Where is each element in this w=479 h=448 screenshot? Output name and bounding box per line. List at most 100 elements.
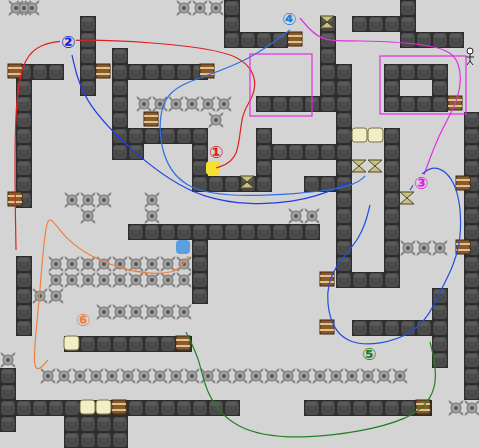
spike-trap (209, 113, 223, 127)
ladder-door (8, 64, 22, 78)
spike-trap (161, 257, 175, 271)
spike-trap (81, 257, 95, 271)
ladder-door (456, 176, 470, 190)
wall-block (64, 336, 192, 352)
spike-trap (345, 369, 359, 383)
wall-block (0, 400, 64, 416)
spike-trap (89, 369, 103, 383)
spike-trap (177, 305, 191, 319)
wall-block (272, 144, 336, 160)
spike-trap (81, 273, 95, 287)
spike-trap (185, 369, 199, 383)
ladder-door (288, 32, 302, 46)
wall-block (224, 32, 288, 48)
spike-trap (193, 1, 207, 15)
spike-trap (145, 305, 159, 319)
spike-trap (161, 305, 175, 319)
ladder-door (320, 272, 334, 286)
ladder-door (96, 64, 110, 78)
spike-trap (145, 209, 159, 223)
spike-trap (177, 1, 191, 15)
spike-trap (129, 305, 143, 319)
wall-block (128, 224, 320, 240)
spike-trap (1, 353, 15, 367)
spike-trap (97, 305, 111, 319)
wall-block (400, 32, 464, 48)
spike-trap (153, 97, 167, 111)
spike-trap (185, 97, 199, 111)
spike-trap (97, 193, 111, 207)
spike-trap (249, 369, 263, 383)
wall-block (128, 128, 144, 160)
wall-block (320, 16, 336, 96)
hourglass-switch (400, 192, 414, 204)
wall-block (16, 256, 32, 336)
spike-trap (81, 209, 95, 223)
spike-trap (401, 241, 415, 255)
spike-trap (169, 97, 183, 111)
callout-number: ④ (281, 10, 297, 28)
spike-trap (417, 241, 431, 255)
spike-trap (65, 257, 79, 271)
path-loop (380, 56, 466, 114)
path-loop (250, 54, 312, 116)
spike-trap (49, 257, 63, 271)
spike-trap (161, 273, 175, 287)
spike-trap (361, 369, 375, 383)
pushable-block (96, 400, 111, 414)
spike-trap (73, 369, 87, 383)
hourglass-switch (320, 16, 334, 28)
wall-block (112, 64, 208, 80)
solution-path (72, 55, 350, 204)
solution-path (160, 30, 365, 195)
spike-trap (17, 1, 31, 15)
wall-block (432, 288, 448, 368)
spike-trap (145, 273, 159, 287)
pushable-block (352, 128, 367, 142)
spike-trap (41, 369, 55, 383)
spike-trap (129, 257, 143, 271)
wall-block (256, 96, 336, 112)
spike-trap (217, 369, 231, 383)
spike-trap (65, 193, 79, 207)
pushable-block (64, 336, 79, 350)
hourglass-switch (368, 160, 382, 172)
spike-trap (305, 209, 319, 223)
spike-trap (49, 289, 63, 303)
hourglass-switch (352, 160, 366, 172)
spike-trap (329, 369, 343, 383)
wall-block (384, 128, 400, 288)
spike-trap (313, 369, 327, 383)
ladder-door (112, 400, 126, 414)
spike-trap (145, 257, 159, 271)
spike-trap (153, 369, 167, 383)
callout-number: ② (60, 33, 76, 51)
wall-block (464, 112, 479, 400)
spike-trap (201, 97, 215, 111)
spike-trap (113, 273, 127, 287)
spike-trap (209, 1, 223, 15)
spike-trap (393, 369, 407, 383)
spike-trap (121, 369, 135, 383)
spike-trap (113, 305, 127, 319)
spike-trap (169, 369, 183, 383)
callout-number: ① (208, 143, 224, 161)
spike-trap (49, 273, 63, 287)
spike-trap (105, 369, 119, 383)
spike-trap (137, 369, 151, 383)
yellow-player (206, 161, 220, 175)
wall-block (432, 64, 448, 112)
pushable-block (80, 400, 95, 414)
hourglass-switch (240, 176, 254, 188)
spike-trap (377, 369, 391, 383)
pushable-block (368, 128, 383, 142)
spike-trap (297, 369, 311, 383)
wall-block (192, 176, 256, 192)
spike-trap (177, 273, 191, 287)
wall-block (64, 416, 128, 448)
ladder-door (416, 400, 430, 414)
wall-block (144, 128, 192, 144)
spike-trap (145, 193, 159, 207)
